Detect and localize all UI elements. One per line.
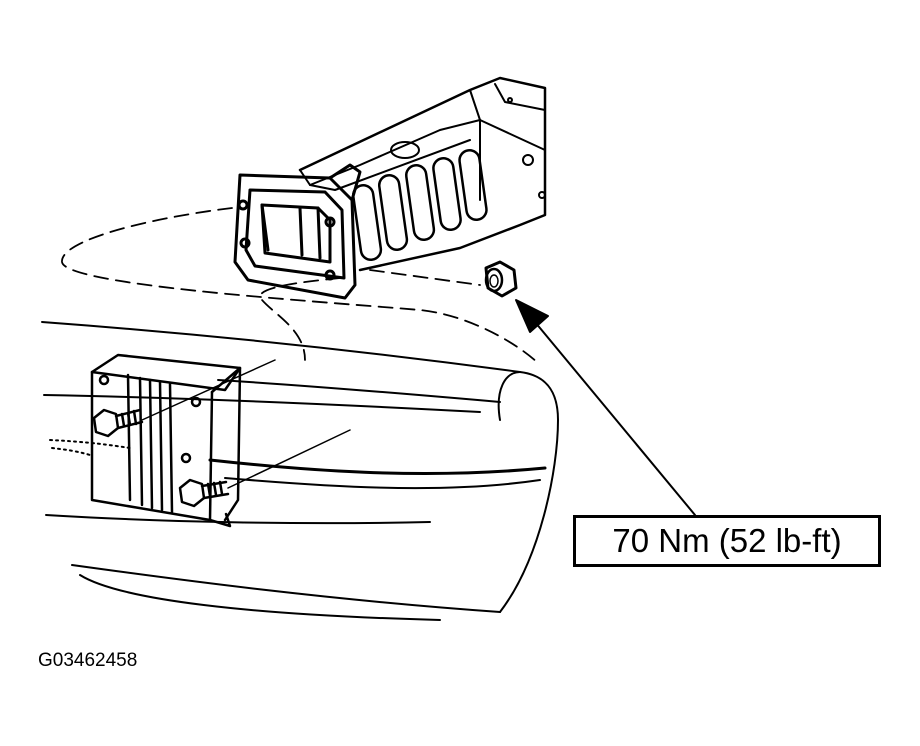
torque-leader-arrow — [516, 300, 695, 515]
rail-slot-group — [352, 149, 488, 261]
bumper-cover — [42, 322, 558, 620]
alignment-lines — [62, 208, 540, 365]
torque-callout: 70 Nm (52 lb-ft) — [573, 515, 881, 567]
figure-id: G03462458 — [38, 650, 138, 671]
upper-bolt — [94, 360, 275, 436]
hex-nut — [486, 262, 516, 296]
bumper-bracket-block — [92, 355, 240, 526]
frame-rail — [300, 78, 545, 270]
mounting-bracket — [235, 165, 360, 298]
torque-label: 70 Nm (52 lb-ft) — [612, 522, 842, 559]
lower-bolt — [180, 430, 350, 506]
